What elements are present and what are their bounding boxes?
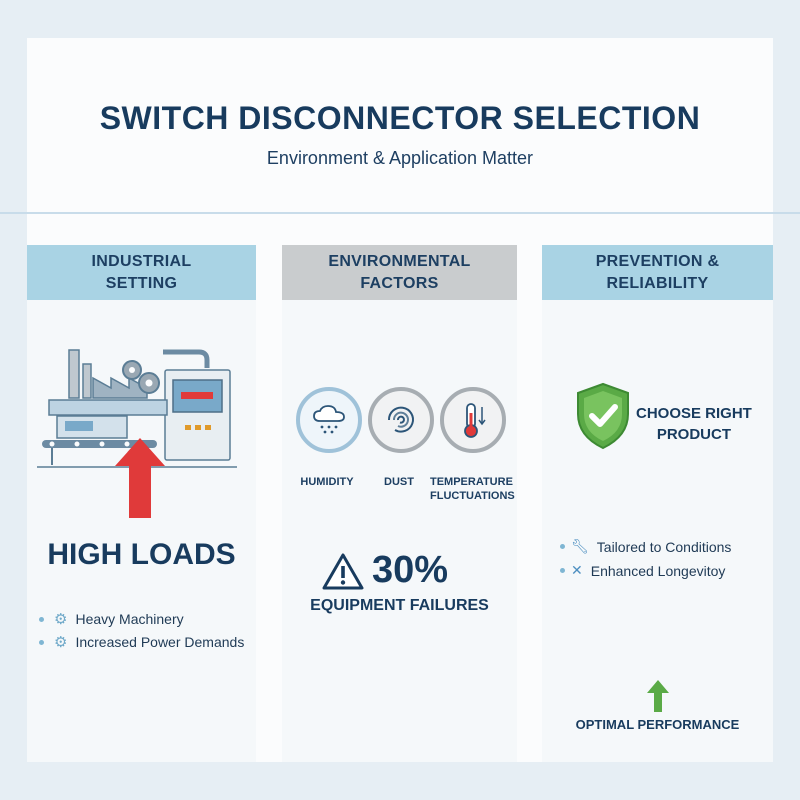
page-title: SWITCH DISCONNECTOR SELECTION — [99, 100, 701, 136]
list-item: ⚙ Heavy Machinery — [39, 610, 184, 628]
humidity-circle — [296, 387, 362, 453]
failure-stat-label: EQUIPMENT FAILURES — [310, 597, 489, 614]
tools-icon: ✕ — [571, 562, 583, 578]
bullet-dot — [560, 544, 565, 549]
bullet-dot — [39, 639, 44, 645]
red-up-arrow-icon — [115, 438, 165, 518]
bullet-dot — [39, 616, 44, 622]
dust-circle — [368, 387, 434, 453]
optimal-performance-label: OPTIMAL PERFORMANCE — [575, 717, 740, 732]
failure-stat-value: 30% — [372, 549, 449, 591]
factor-label-dust: DUST — [384, 476, 414, 488]
list-item: ⚙ Increased Power Demands — [39, 633, 244, 651]
column-heading: PREVENTION &RELIABILITY — [542, 245, 773, 300]
factor-label-humidity: HUMIDITY — [300, 476, 354, 488]
warning-icon — [322, 553, 364, 590]
green-up-arrow-icon — [647, 680, 669, 712]
page-subtitle: Environment & Application Matter — [266, 148, 534, 168]
gear-icon: ⚙ — [54, 634, 68, 651]
cloud-rain-icon — [313, 405, 345, 434]
wrench-icon: 🔧︎ — [571, 538, 589, 554]
list-item: ✕ Enhanced Longevitoy — [560, 562, 725, 579]
shield-check-icon — [577, 382, 629, 450]
gear-icon: ⚙ — [54, 611, 68, 628]
bullet-dot — [560, 568, 565, 573]
high-loads-heading: HIGH LOADS — [47, 538, 236, 571]
list-item: 🔧︎ Tailored to Conditions — [560, 538, 731, 555]
dust-swirl-icon — [387, 406, 414, 433]
temperature-circle — [440, 387, 506, 453]
thermometer-icon — [464, 403, 486, 438]
header-divider — [0, 212, 800, 214]
